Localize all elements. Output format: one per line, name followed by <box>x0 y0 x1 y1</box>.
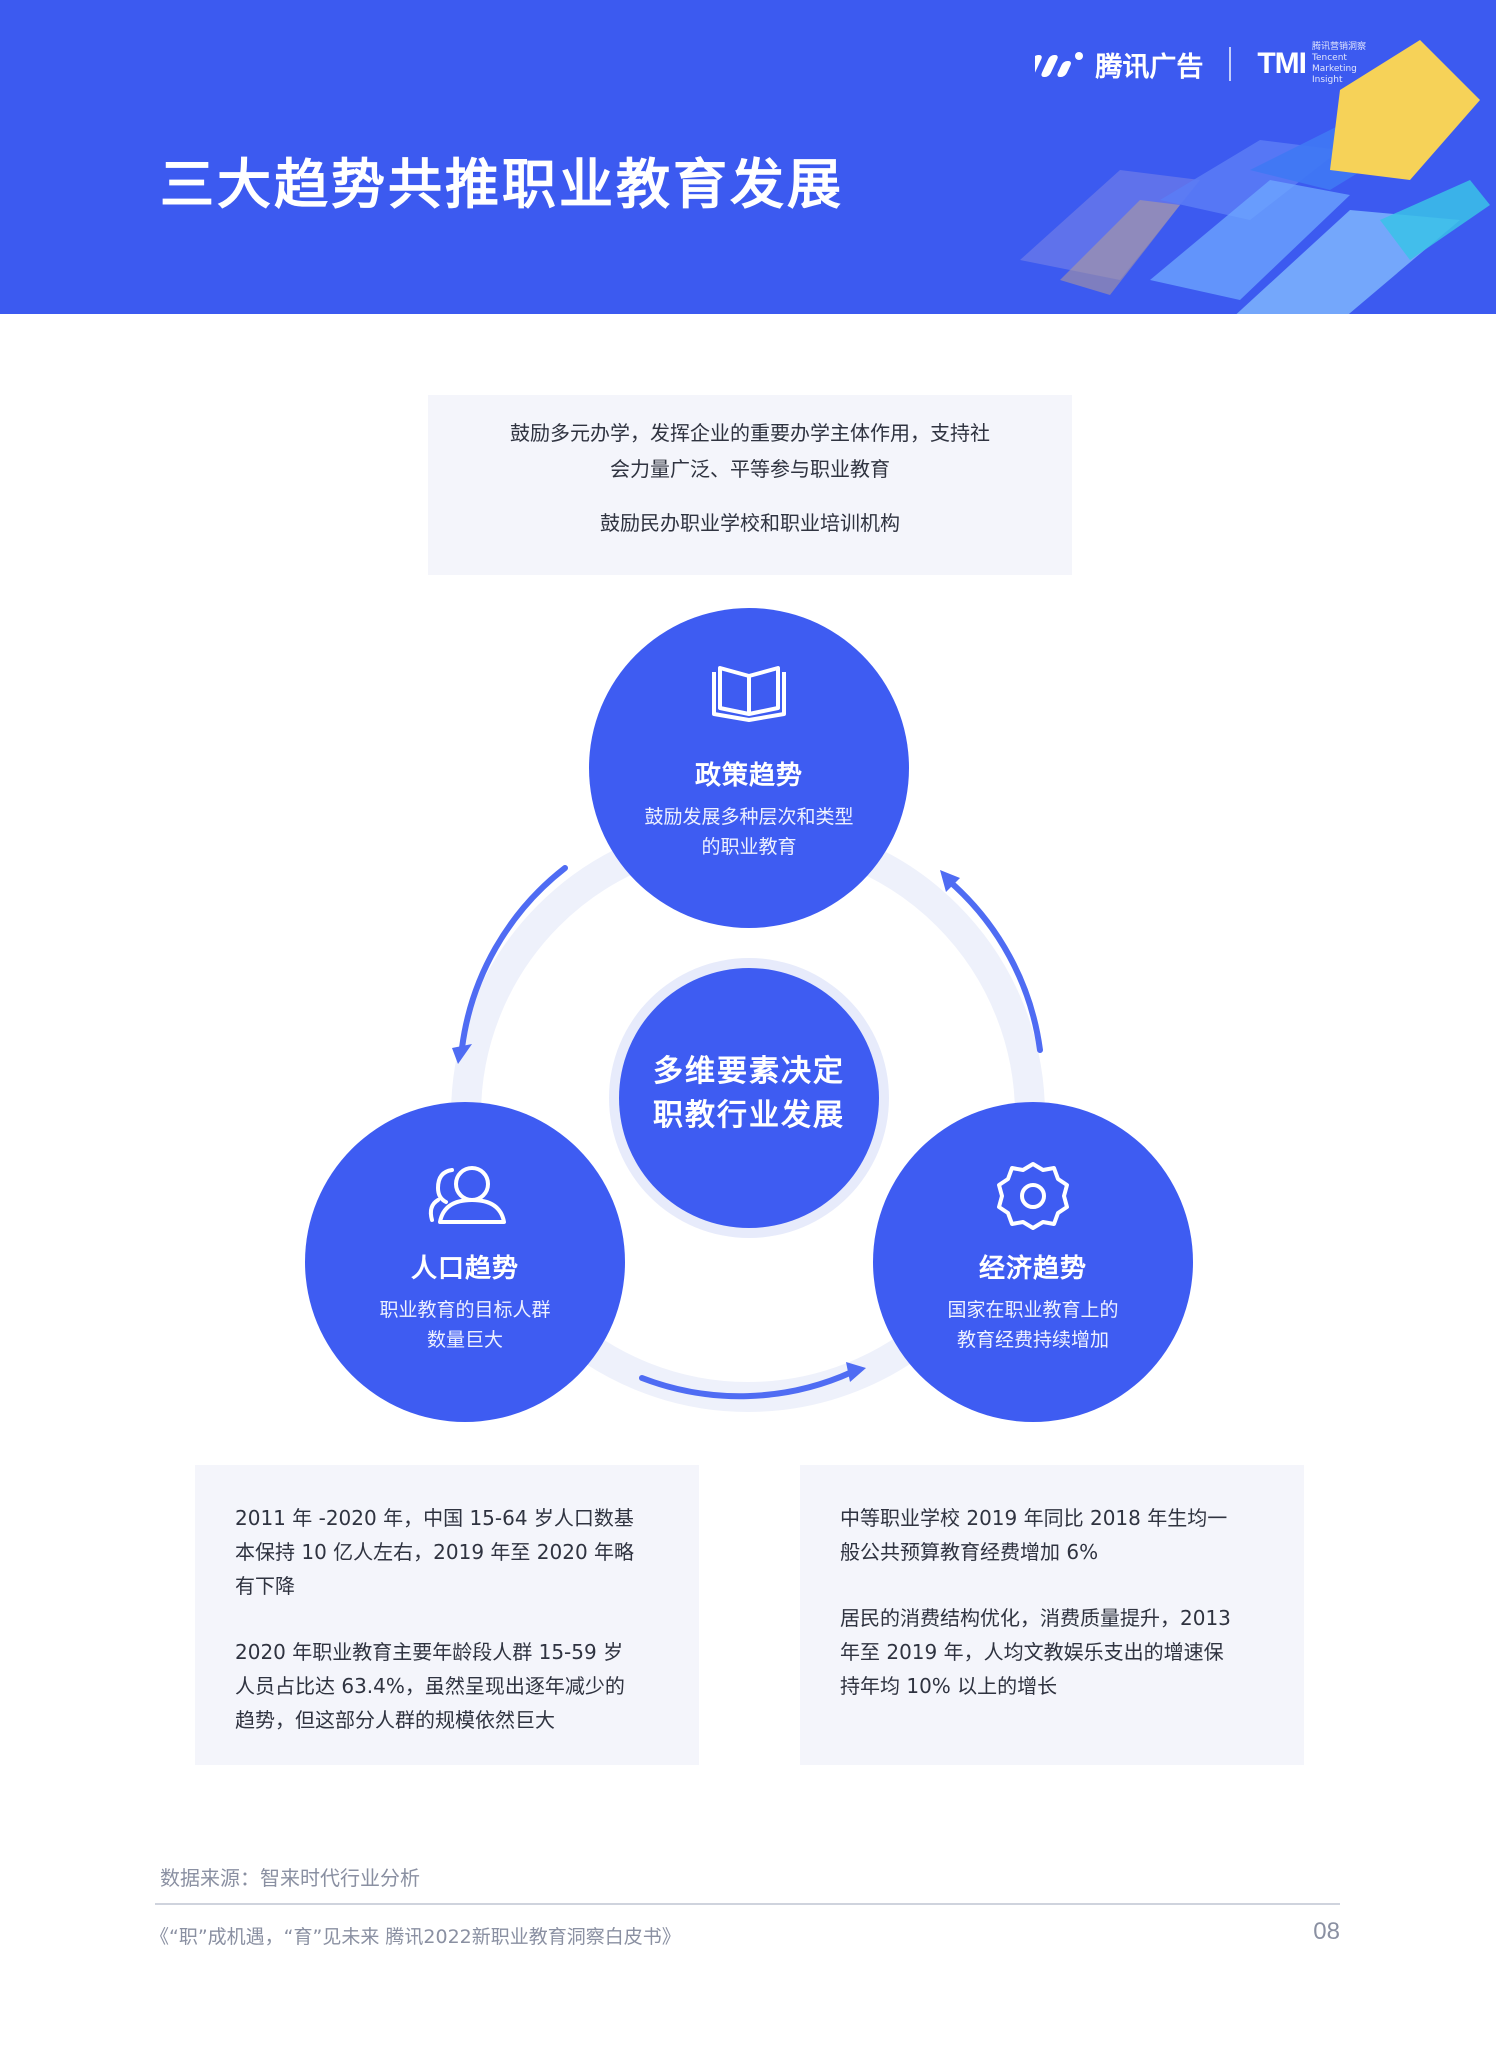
policy-trend-desc-line-1: 鼓励发展多种层次和类型 <box>599 802 899 832</box>
economy-callout-p2-line-1: 居民的消费结构优化，消费质量提升，2013 <box>840 1601 1274 1635</box>
economy-callout-p1-line-1: 中等职业学校 2019 年同比 2018 年生均一 <box>840 1501 1274 1535</box>
policy-trend-desc: 鼓励发展多种层次和类型 的职业教育 <box>599 802 899 862</box>
trend-cycle-diagram <box>0 0 1496 1460</box>
population-callout-p2-line-1: 2020 年职业教育主要年龄段人群 15-59 岁 <box>235 1635 669 1669</box>
population-trend: 人口趋势 职业教育的目标人群 数量巨大 <box>315 1248 615 1355</box>
footer-divider <box>155 1903 1340 1905</box>
economy-callout-p2-line-3: 持年均 10% 以上的增长 <box>840 1669 1274 1703</box>
policy-trend-desc-line-2: 的职业教育 <box>599 832 899 862</box>
economy-callout-p2-line-2: 年至 2019 年，人均文教娱乐支出的增速保 <box>840 1635 1274 1669</box>
economy-trend-desc-line-2: 教育经费持续增加 <box>883 1325 1183 1355</box>
population-callout-p1-line-3: 有下降 <box>235 1569 669 1603</box>
population-trend-desc-line-1: 职业教育的目标人群 <box>315 1295 615 1325</box>
population-callout-p2-line-3: 趋势，但这部分人群的规模依然巨大 <box>235 1703 669 1737</box>
population-trend-title: 人口趋势 <box>315 1248 615 1285</box>
center-label: 多维要素决定 职教行业发展 <box>599 1050 899 1138</box>
population-callout: 2011 年 -2020 年，中国 15-64 岁人口数基 本保持 10 亿人左… <box>195 1465 699 1765</box>
economy-trend-desc: 国家在职业教育上的 教育经费持续增加 <box>883 1295 1183 1355</box>
center-label-line-1: 多维要素决定 <box>599 1050 899 1094</box>
policy-trend: 政策趋势 鼓励发展多种层次和类型 的职业教育 <box>599 755 899 862</box>
data-source: 数据来源：智来时代行业分析 <box>160 1862 420 1891</box>
population-trend-desc-line-2: 数量巨大 <box>315 1325 615 1355</box>
population-callout-p1-line-1: 2011 年 -2020 年，中国 15-64 岁人口数基 <box>235 1501 669 1535</box>
economy-trend-title: 经济趋势 <box>883 1248 1183 1285</box>
economy-callout: 中等职业学校 2019 年同比 2018 年生均一 般公共预算教育经费增加 6%… <box>800 1465 1304 1765</box>
population-callout-p2-line-2: 人员占比达 63.4%，虽然呈现出逐年减少的 <box>235 1669 669 1703</box>
footer-title: 《“职”成机遇，“育”见未来 腾讯2022新职业教育洞察白皮书》 <box>150 1922 681 1949</box>
population-trend-desc: 职业教育的目标人群 数量巨大 <box>315 1295 615 1355</box>
page-number: 08 <box>1313 1918 1340 1946</box>
population-callout-p1-line-2: 本保持 10 亿人左右，2019 年至 2020 年略 <box>235 1535 669 1569</box>
economy-callout-p1-line-2: 般公共预算教育经费增加 6% <box>840 1535 1274 1569</box>
economy-trend-desc-line-1: 国家在职业教育上的 <box>883 1295 1183 1325</box>
center-label-line-2: 职教行业发展 <box>599 1094 899 1138</box>
policy-trend-title: 政策趋势 <box>599 755 899 792</box>
economy-trend: 经济趋势 国家在职业教育上的 教育经费持续增加 <box>883 1248 1183 1355</box>
